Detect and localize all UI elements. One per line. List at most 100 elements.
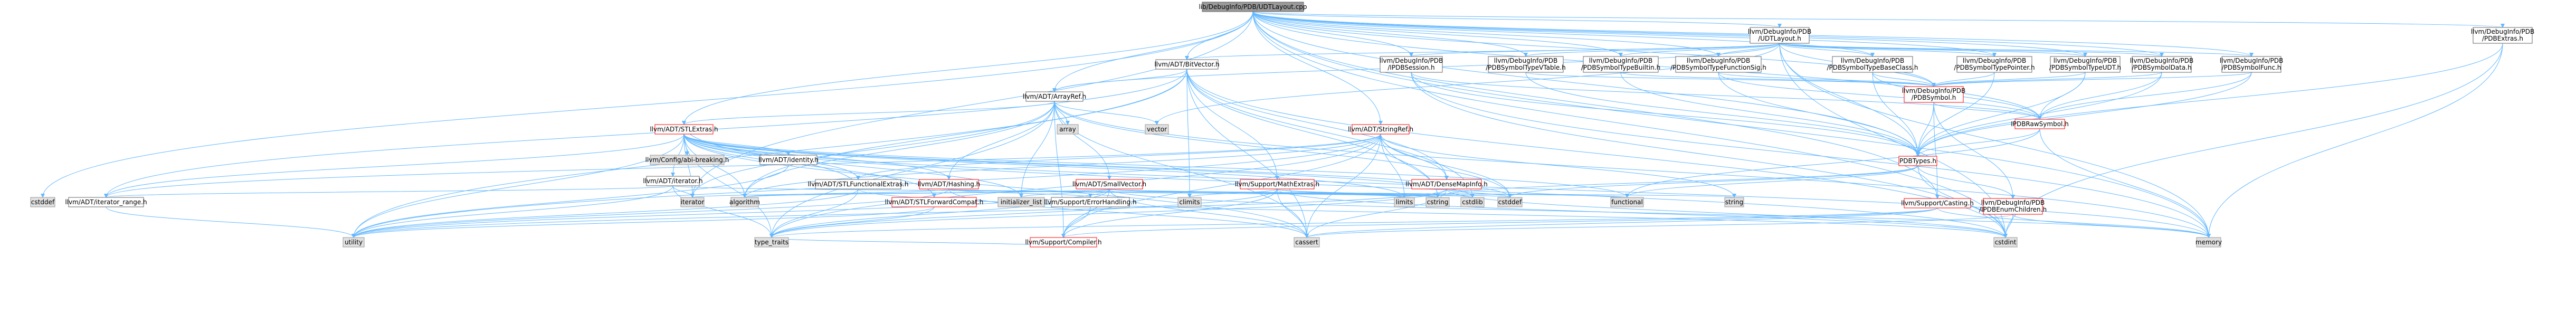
node-box[interactable] <box>1030 237 1097 248</box>
node-identity[interactable]: llvm/ADT/identity.h <box>758 155 819 165</box>
node-box[interactable] <box>730 197 759 207</box>
node-symtypebuiltin[interactable]: llvm/DebugInfo/PDB/PDBSymbolTypeBuiltin.… <box>1581 56 1660 73</box>
node-symdata[interactable]: llvm/DebugInfo/PDB/PDBSymbolData.h <box>2130 56 2193 73</box>
node-memory[interactable]: memory <box>2195 237 2222 248</box>
node-box[interactable] <box>2473 27 2533 44</box>
node-box[interactable] <box>1240 179 1315 189</box>
node-box[interactable] <box>30 197 55 207</box>
node-box[interactable] <box>1177 197 1202 207</box>
node-functional[interactable]: functional <box>1610 197 1644 207</box>
node-vector[interactable]: vector <box>1145 124 1169 135</box>
node-climits[interactable]: climits <box>1177 197 1202 207</box>
node-pdbsymbol[interactable]: llvm/DebugInfo/PDB/PDBSymbol.h <box>1902 86 1965 103</box>
node-box[interactable] <box>68 197 144 207</box>
node-box[interactable] <box>343 237 365 248</box>
node-casting[interactable]: llvm/Support/Casting.h <box>1901 198 1974 208</box>
node-iparraysymbol[interactable]: IPDBRawSymbol.h <box>2011 119 2069 129</box>
node-box[interactable] <box>815 179 901 189</box>
node-utility[interactable]: utility <box>343 237 365 248</box>
node-box[interactable] <box>1675 56 1762 73</box>
node-compiler[interactable]: llvm/Support/Compiler.h <box>1025 237 1102 248</box>
node-mathextras[interactable]: llvm/Support/MathExtras.h <box>1235 179 1319 189</box>
node-cassert[interactable]: cassert <box>1294 237 1320 248</box>
node-box[interactable] <box>1750 27 1810 44</box>
node-box[interactable] <box>1993 237 2018 248</box>
node-iterator[interactable]: llvm/ADT/iterator.h <box>643 176 703 186</box>
node-box[interactable] <box>2132 56 2192 73</box>
node-udtlayout[interactable]: llvm/DebugInfo/PDB/UDTLayout.h <box>1748 27 1811 44</box>
node-symtypeudt[interactable]: llvm/DebugInfo/PDB/PDBSymbolTypeUDT.h <box>2049 56 2121 73</box>
node-symtypebaseclass[interactable]: llvm/DebugInfo/PDB/PDBSymbolTypeBaseClas… <box>1827 56 1918 73</box>
node-box[interactable] <box>1904 198 1971 208</box>
node-box[interactable] <box>1460 197 1485 207</box>
node-smallvector[interactable]: llvm/ADT/SmallVector.h <box>1072 179 1146 189</box>
node-box[interactable] <box>1411 179 1482 189</box>
node-box[interactable] <box>1352 124 1410 135</box>
node-box[interactable] <box>1057 124 1079 135</box>
node-enumchildren[interactable]: llvm/DebugInfo/PDB/IPDBEnumChildren.h <box>1979 198 2047 215</box>
node-initializer_list[interactable]: initializer_list <box>997 197 1045 207</box>
node-pdbsession[interactable]: llvm/DebugInfo/PDB/IPDBSession.h <box>1380 56 1443 73</box>
node-box[interactable] <box>759 155 818 165</box>
node-box[interactable] <box>1076 179 1143 189</box>
node-symtypepointer[interactable]: llvm/DebugInfo/PDB/PDBSymbolTypePointer.… <box>1954 56 2035 73</box>
node-array[interactable]: array <box>1057 124 1079 135</box>
node-box[interactable] <box>1898 156 1937 166</box>
node-hashing[interactable]: llvm/ADT/Hashing.h <box>918 179 981 189</box>
node-stlextras[interactable]: llvm/ADT/STLExtras.h <box>650 124 718 135</box>
node-box[interactable] <box>1425 197 1450 207</box>
node-stringref[interactable]: llvm/ADT/StringRef.h <box>1348 124 1413 135</box>
node-errorhandling[interactable]: llvm/Support/ErrorHandling.h <box>1044 197 1137 207</box>
node-box[interactable] <box>2050 56 2121 73</box>
node-arrayref[interactable]: llvm/ADT/ArrayRef.h <box>1023 91 1087 102</box>
node-stlforward[interactable]: llvm/ADT/STLForwardCompat.h <box>885 197 984 207</box>
node-iterator_std[interactable]: iterator <box>680 197 705 207</box>
node-limits[interactable]: limits <box>1394 197 1415 207</box>
node-cstdint[interactable]: cstdint <box>1993 237 2018 248</box>
node-box[interactable] <box>1145 124 1169 135</box>
node-type_traits[interactable]: type_traits <box>754 237 789 248</box>
node-box[interactable] <box>1610 197 1644 207</box>
node-box[interactable] <box>654 124 714 135</box>
node-box[interactable] <box>754 237 789 248</box>
node-box[interactable] <box>1904 86 1964 103</box>
node-box[interactable] <box>1380 56 1443 73</box>
node-iterator_range[interactable]: llvm/ADT/iterator_range.h <box>65 197 147 207</box>
node-box[interactable] <box>2221 56 2282 73</box>
node-box[interactable] <box>1956 56 2032 73</box>
node-box[interactable] <box>650 155 725 165</box>
node-box[interactable] <box>2196 237 2221 248</box>
node-bitvector[interactable]: llvm/ADT/BitVector.h <box>1154 59 1220 70</box>
node-box[interactable] <box>1497 197 1523 207</box>
node-string[interactable]: string <box>1724 197 1744 207</box>
node-box[interactable] <box>997 197 1045 207</box>
node-box[interactable] <box>1294 237 1320 248</box>
node-algorithm[interactable]: algorithm <box>729 197 760 207</box>
node-box[interactable] <box>646 176 700 186</box>
node-symtypefuncsig[interactable]: llvm/DebugInfo/PDB/PDBSymbolTypeFunction… <box>1670 56 1766 73</box>
node-box[interactable] <box>1025 91 1083 102</box>
node-box[interactable] <box>1051 197 1130 207</box>
node-root[interactable]: lib/DebugInfo/PDB/UDTLayout.cpp <box>1199 2 1307 12</box>
node-box[interactable] <box>891 197 977 207</box>
node-cstddef2[interactable]: cstddef <box>1497 197 1523 207</box>
node-cstring[interactable]: cstring <box>1425 197 1450 207</box>
node-box[interactable] <box>1155 59 1219 70</box>
node-box[interactable] <box>680 197 705 207</box>
node-box[interactable] <box>1583 56 1659 73</box>
node-box[interactable] <box>1832 56 1913 73</box>
node-densemapinfo[interactable]: llvm/ADT/DenseMapInfo.h <box>1405 179 1488 189</box>
node-stlfunctional[interactable]: llvm/ADT/STLFunctionalExtras.h <box>807 179 909 189</box>
node-pdbextras[interactable]: llvm/DebugInfo/PDB/PDBExtras.h <box>2471 27 2534 44</box>
node-box[interactable] <box>1724 197 1744 207</box>
node-box[interactable] <box>1488 56 1564 73</box>
node-box[interactable] <box>1394 197 1415 207</box>
node-cstddef_std[interactable]: cstddef <box>30 197 55 207</box>
node-box[interactable] <box>1983 198 2043 215</box>
node-symfunc[interactable]: llvm/DebugInfo/PDB/PDBSymbolFunc.h <box>2220 56 2283 73</box>
node-symtypevtable[interactable]: llvm/DebugInfo/PDB/PDBSymbolTypeVTable.h <box>1486 56 1566 73</box>
node-box[interactable] <box>919 179 979 189</box>
node-cstdlib[interactable]: cstdlib <box>1460 197 1485 207</box>
node-box[interactable] <box>2014 119 2065 129</box>
node-box[interactable] <box>1202 2 1304 12</box>
